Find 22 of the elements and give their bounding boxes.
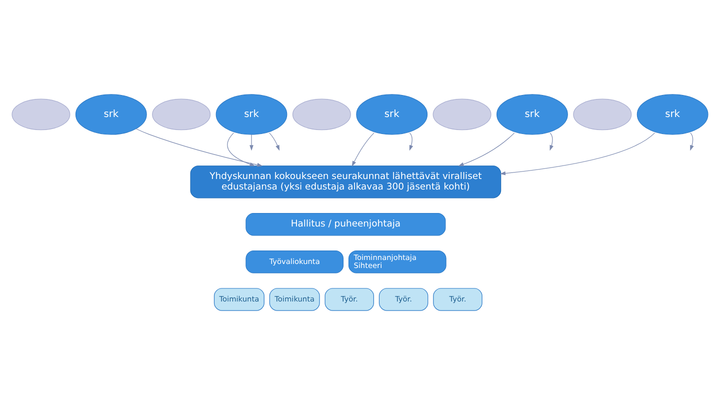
arrow — [269, 132, 280, 151]
arrow — [250, 134, 254, 151]
node-box: Hallitus / puheenjohtaja — [246, 212, 446, 236]
arrow — [227, 132, 256, 166]
arrow — [136, 128, 263, 167]
arrow — [352, 132, 374, 167]
arrow — [409, 132, 414, 151]
node-ellipse: srk — [75, 94, 147, 135]
arrow — [690, 132, 694, 151]
node-ellipse — [12, 98, 70, 130]
node-ellipse: srk — [216, 94, 288, 135]
arrow — [550, 132, 554, 151]
node-ellipse: srk — [636, 94, 708, 135]
node-ellipse — [292, 98, 351, 130]
node-ellipse: srk — [356, 94, 428, 135]
node-ellipse — [432, 98, 492, 130]
node-ellipse — [152, 98, 211, 130]
arrow — [500, 132, 656, 176]
node-ellipse — [573, 98, 632, 130]
node-ellipse: srk — [496, 94, 568, 135]
node-box: Yhdyskunnan kokoukseen seurakunnat lähettävät viralliset edustajansa (yksi edustaja alkavaa 300 jäsentä kohti) — [190, 166, 502, 198]
arrow — [458, 132, 515, 166]
